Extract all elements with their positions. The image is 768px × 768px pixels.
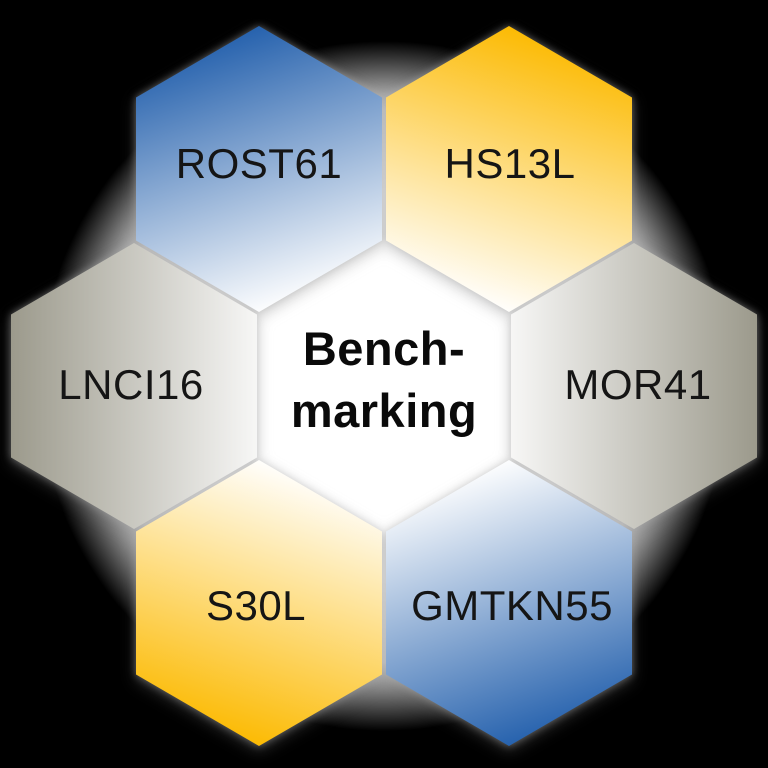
hexagon-top-left xyxy=(136,26,382,312)
label-gmtkn55: GMTKN55 xyxy=(411,582,613,629)
label-hs13l: HS13L xyxy=(445,140,576,187)
hexagon-group xyxy=(11,26,757,746)
label-mor41: MOR41 xyxy=(564,361,711,408)
center-title-line2: marking xyxy=(291,384,477,437)
label-rost61: ROST61 xyxy=(176,140,342,187)
label-s30l: S30L xyxy=(206,582,306,629)
hexagon-right xyxy=(511,243,757,529)
hexagon-top-right xyxy=(386,26,632,312)
hexagon-bottom-left xyxy=(136,460,382,746)
center-title-line1: Bench- xyxy=(303,322,465,375)
hexagon-bottom-right xyxy=(386,460,632,746)
label-lnci16: LNCI16 xyxy=(58,361,203,408)
hexagon-left xyxy=(11,243,257,529)
center-title: Bench- marking xyxy=(291,322,477,437)
